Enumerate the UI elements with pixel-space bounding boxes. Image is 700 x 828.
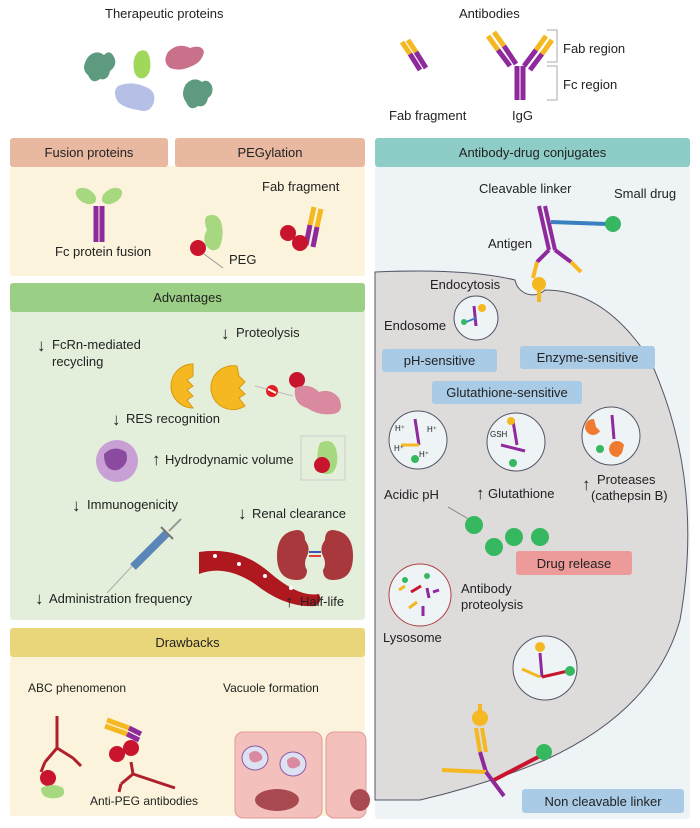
advantage-proteolysis-label: Proteolysis — [236, 325, 300, 340]
peg-label: PEG — [229, 252, 257, 267]
advantage-hydrodynamic-label: Hydrodynamic volume — [165, 452, 294, 467]
advantage-fcrn-label: FcRn-mediated — [52, 337, 141, 352]
acidic-ph-label: Acidic pH — [384, 487, 439, 502]
blood-vessel-icon — [199, 550, 321, 607]
non-cleavable-linker-pill: Non cleavable linker — [522, 789, 684, 813]
therapeutic-proteins-title: Therapeutic proteins — [105, 6, 224, 21]
h-plus-label: H⁺ — [427, 425, 437, 434]
glutathione-label: Glutathione — [488, 486, 555, 501]
advantages-header: Advantages — [10, 283, 365, 312]
fc-region-label: Fc region — [563, 77, 618, 92]
pegylation-header: PEGylation — [175, 138, 365, 167]
increase-arrow-icon: ↑ — [582, 475, 591, 494]
cathepsin-label: (cathepsin B) — [591, 488, 668, 503]
antibodies-title: Antibodies — [459, 6, 520, 21]
vacuole-formation-label: Vacuole formation — [223, 681, 319, 695]
proteases-label: Proteases — [597, 472, 656, 487]
increase-arrow-icon: ↑ — [476, 484, 485, 503]
protein-green-1 — [84, 52, 116, 82]
fc-protein-fusion-icon — [75, 187, 123, 242]
decrease-arrow-icon: ↓ — [238, 504, 247, 523]
ph-sensitive-pill: pH-sensitive — [382, 349, 497, 372]
abc-phenomenon-label: ABC phenomenon — [28, 681, 127, 695]
released-drugs — [447, 506, 549, 556]
protein-blue — [115, 83, 155, 111]
decrease-arrow-icon: ↓ — [221, 324, 230, 343]
drug-release-badge: Drug release — [516, 551, 632, 575]
hydrodynamic-volume-icon — [300, 435, 346, 481]
pegylated-protein-icon — [190, 214, 224, 269]
advantage-administration-label: Administration frequency — [49, 591, 193, 606]
decrease-arrow-icon: ↓ — [112, 410, 121, 429]
drawbacks-header: Drawbacks — [10, 628, 365, 657]
protein-lime — [133, 50, 151, 79]
igg-antibody-icon — [485, 30, 555, 100]
lysosome-illustration — [388, 563, 452, 627]
therapeutic-proteins-illustration — [84, 45, 213, 111]
protein-pink — [165, 45, 204, 70]
adc-cleavable-antibody — [531, 205, 621, 279]
increase-arrow-icon: ↑ — [285, 592, 294, 611]
decrease-arrow-icon: ↓ — [72, 496, 81, 515]
glutathione-sensitive-pill: Glutathione-sensitive — [432, 381, 582, 404]
adc-header: Antibody-drug conjugates — [375, 138, 690, 167]
small-drug-label: Small drug — [614, 186, 677, 201]
lysosome-label: Lysosome — [383, 630, 442, 645]
fusion-proteins-header: Fusion proteins — [10, 138, 168, 167]
cleavable-linker-label: Cleavable linker — [479, 181, 572, 196]
acidic-compartment — [388, 410, 448, 470]
gsh-label: GSH — [490, 430, 508, 439]
advantage-renal-label: Renal clearance — [252, 506, 346, 521]
endosome-label: Endosome — [384, 318, 447, 333]
decrease-arrow-icon: ↓ — [35, 589, 44, 608]
fab-region-label: Fab region — [563, 41, 626, 56]
enzyme-sensitive-pill: Enzyme-sensitive — [520, 346, 655, 369]
fusion-pegylation-panel — [10, 166, 365, 276]
non-cleavable-vesicle — [512, 635, 578, 701]
protease-enzymes-illustration — [170, 363, 341, 415]
fab-region-bracket — [547, 29, 558, 101]
pegylated-fab-icon — [280, 206, 324, 251]
antigen-label: Antigen — [488, 236, 533, 251]
protein-green-2 — [183, 79, 213, 109]
kidneys-icon — [277, 530, 353, 580]
igg-label: IgG — [512, 108, 533, 123]
h-plus-label: H⁺ — [395, 424, 405, 433]
fab-fragment-icon — [399, 38, 429, 72]
advantage-res-label: RES recognition — [126, 411, 220, 426]
decrease-arrow-icon: ↓ — [37, 336, 46, 355]
pegylation-fab-fragment-label: Fab fragment — [262, 179, 340, 194]
advantage-half-life-label: Half-life — [300, 594, 345, 609]
antibody-proteolysis-label-1: Antibody — [461, 581, 512, 596]
h-plus-label: H⁺ — [419, 450, 429, 459]
advantage-fcrn-label-2: recycling — [52, 354, 104, 369]
fc-protein-fusion-label: Fc protein fusion — [55, 244, 152, 259]
macrophage-icon — [96, 440, 138, 482]
fab-fragment-label: Fab fragment — [389, 108, 467, 123]
endosome-vesicle — [453, 295, 499, 341]
antibody-proteolysis-label-2: proteolysis — [461, 597, 524, 612]
endocytosis-label: Endocytosis — [430, 277, 501, 292]
non-cleavable-antibody — [441, 704, 552, 798]
syringe-icon — [106, 518, 182, 594]
glutathione-compartment — [486, 412, 546, 472]
abc-phenomenon-illustration — [39, 716, 176, 799]
increase-arrow-icon: ↑ — [152, 450, 161, 469]
protease-compartment — [581, 406, 641, 466]
vacuole-cells-illustration — [234, 731, 370, 819]
anti-peg-antibodies-label: Anti-PEG antibodies — [90, 794, 199, 808]
advantage-immunogenicity-label: Immunogenicity — [87, 497, 179, 512]
antigen-icon — [532, 277, 546, 302]
h-plus-label: H⁺ — [394, 444, 404, 453]
